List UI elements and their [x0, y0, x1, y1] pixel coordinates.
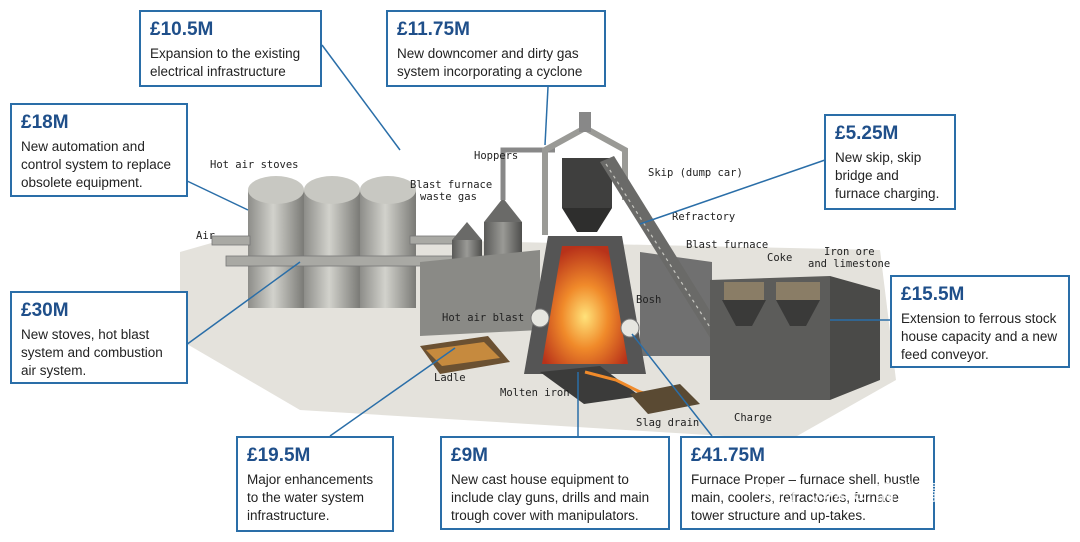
watermark: 知乎 @xie 钢铁情报: [760, 481, 961, 506]
callout-amount: £41.75M: [691, 445, 765, 466]
callout-downcomer: £11.75M New downcomer and dirty gas syst…: [386, 10, 606, 87]
label-hot-air-blast: Hot air blast: [442, 312, 524, 324]
callout-amount: £15.5M: [901, 284, 965, 305]
hot-air-stoves: [248, 176, 416, 308]
callout-furnace: £41.75M Furnace Proper – furnace shell, …: [680, 436, 935, 530]
label-refractory: Refractory: [672, 211, 735, 223]
ladle-cars: [420, 336, 510, 374]
callout-description: Furnace Proper – furnace shell, bustle m…: [691, 472, 920, 523]
callout-electrical: £10.5M Expansion to the existing electri…: [139, 10, 322, 87]
callout-description: Expansion to the existing electrical inf…: [150, 46, 301, 79]
callout-stoves: £30M New stoves, hot blast system and co…: [10, 291, 188, 384]
callout-stockhouse: £15.5M Extension to ferrous stock house …: [890, 275, 1070, 368]
callout-description: New automation and control system to rep…: [21, 139, 172, 190]
label-hoppers: Hoppers: [474, 150, 518, 162]
callout-amount: £30M: [21, 300, 69, 321]
furnace-interior-molten: [542, 246, 628, 364]
downcomer-pipe: [542, 125, 587, 235]
label-skip-car: Skip (dump car): [648, 167, 743, 179]
callout-description: New downcomer and dirty gas system incor…: [397, 46, 583, 79]
callout-casthouse: £9M New cast house equipment to include …: [440, 436, 670, 530]
molten-iron-trough: [540, 366, 640, 404]
callout-description: New skip, skip bridge and furnace chargi…: [835, 150, 940, 201]
label-iron-ore-2: and limestone: [808, 258, 890, 270]
label-blast-furnace: Blast furnace: [686, 239, 768, 251]
label-molten-iron: Molten iron: [500, 387, 570, 399]
label-slag-drain: Slag drain: [636, 417, 699, 429]
callout-description: Extension to ferrous stock house capacit…: [901, 311, 1058, 362]
label-waste-gas-1: Blast furnace: [410, 179, 492, 191]
tuyere-right: [620, 318, 640, 338]
slag-car: [630, 384, 700, 414]
callout-automation: £18M New automation and control system t…: [10, 103, 188, 197]
label-coke: Coke: [767, 252, 792, 264]
callout-amount: £10.5M: [150, 19, 214, 40]
callout-description: New cast house equipment to include clay…: [451, 472, 650, 523]
label-charge: Charge: [734, 412, 772, 424]
label-bosh: Bosh: [636, 294, 661, 306]
callout-description: Major enhancements to the water system i…: [247, 472, 374, 523]
label-air: Air: [196, 230, 215, 242]
callout-description: New stoves, hot blast system and combust…: [21, 327, 163, 378]
label-iron-ore-1: Iron ore: [824, 246, 875, 258]
callout-amount: £19.5M: [247, 445, 311, 466]
callout-skip: £5.25M New skip, skip bridge and furnace…: [824, 114, 956, 210]
leader-lines: [184, 44, 892, 437]
tuyere-left: [530, 308, 550, 328]
furnace-base-building: [420, 250, 540, 336]
label-hot-air-stoves: Hot air stoves: [210, 159, 299, 171]
callout-water: £19.5M Major enhancements to the water s…: [236, 436, 394, 532]
callout-amount: £5.25M: [835, 123, 899, 144]
furnace-top-hoppers: [562, 158, 612, 232]
stock-house: [710, 276, 880, 400]
callout-amount: £18M: [21, 112, 69, 133]
label-ladle: Ladle: [434, 372, 466, 384]
callout-amount: £9M: [451, 445, 488, 466]
label-waste-gas-2: waste gas: [420, 191, 477, 203]
callout-amount: £11.75M: [397, 19, 470, 40]
